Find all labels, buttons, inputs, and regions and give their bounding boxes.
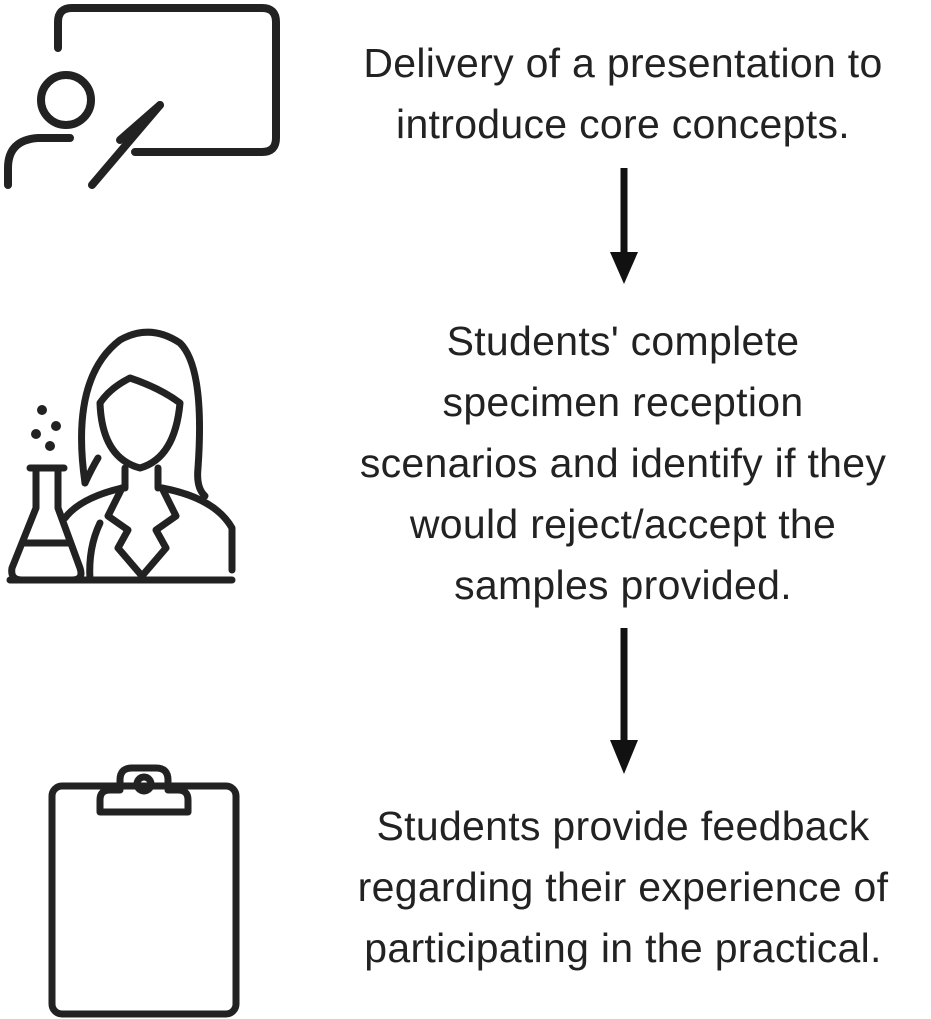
step-feedback-line-3: participating in the practical.: [364, 925, 882, 971]
clipboard-icon: [40, 760, 250, 1019]
step-presentation-line-1: Delivery of a presentation to: [363, 40, 883, 86]
step-scenarios-line-1: Students' complete: [446, 318, 800, 364]
step-scenarios-text: Students' complete specimen reception sc…: [318, 311, 928, 616]
scientist-icon: [0, 318, 250, 588]
presenter-icon: [0, 0, 290, 200]
step-scenarios-line-3: scenarios and identify if they: [359, 440, 887, 486]
step-feedback-line-1: Students provide feedback: [376, 803, 870, 849]
step-scenarios-line-5: samples provided.: [454, 562, 792, 608]
step-scenarios-line-4: would reject/accept the: [409, 501, 837, 547]
step-presentation-line-2: introduce core concepts.: [396, 101, 850, 147]
down-arrow-1: [604, 168, 644, 293]
step-presentation-text: Delivery of a presentation to introduce …: [318, 33, 928, 155]
down-arrow-2: [604, 628, 644, 783]
step-scenarios-line-2: specimen reception: [442, 379, 804, 425]
step-feedback-text: Students provide feedback regarding thei…: [318, 796, 928, 979]
step-feedback-line-2: regarding their experience of: [357, 864, 889, 910]
